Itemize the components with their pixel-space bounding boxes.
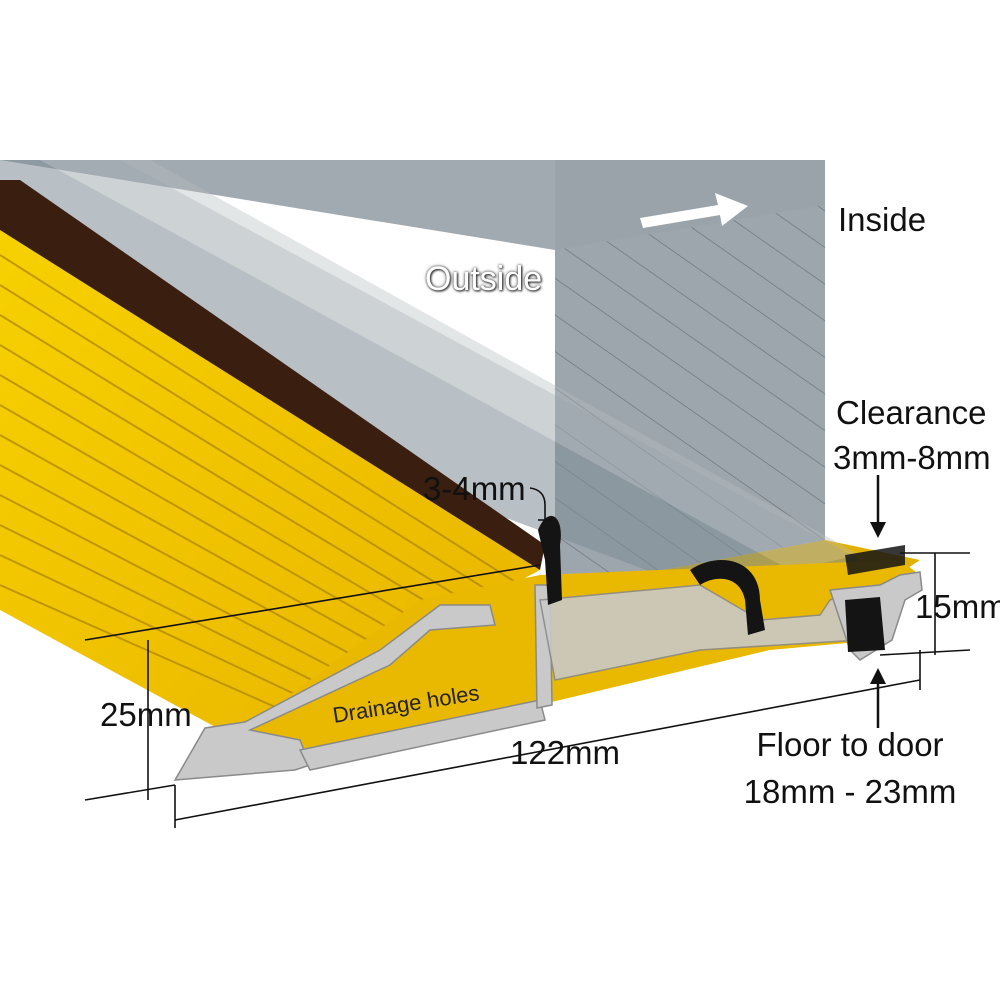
floor-to-door-label: Floor to door	[756, 726, 944, 763]
dim-25-bottom-ext	[84, 784, 176, 801]
gap-label: 3-4mm	[423, 470, 526, 507]
dim-gap-leader	[529, 487, 546, 520]
inside-label: Inside	[838, 201, 927, 238]
height-step-label: 15mm	[915, 588, 1000, 625]
glass-overlay	[0, 160, 860, 590]
floor-to-door-arrow	[870, 668, 886, 728]
clearance-range-label: 3mm-8mm	[833, 439, 991, 476]
dim-25-top	[84, 564, 541, 641]
bulb-seal	[690, 560, 765, 635]
dim-122-line	[174, 679, 921, 821]
height-total-label: 25mm	[100, 696, 192, 733]
right-arrow-icon	[640, 193, 748, 228]
seals	[538, 515, 905, 652]
sill-ramp	[0, 180, 545, 735]
left-seal	[538, 515, 562, 605]
dimension-lines	[84, 487, 971, 828]
clearance-label: Clearance	[836, 394, 987, 431]
outside-label: Outside	[425, 260, 543, 298]
floor-to-door-range-label: 18mm - 23mm	[743, 773, 957, 810]
clearance-arrow	[870, 475, 886, 538]
brush-seal	[845, 597, 885, 652]
dark-channel	[0, 180, 545, 570]
dim-15-bottom-ext	[879, 649, 971, 656]
width-label: 122mm	[510, 734, 621, 771]
top-rail-seal	[845, 545, 905, 575]
